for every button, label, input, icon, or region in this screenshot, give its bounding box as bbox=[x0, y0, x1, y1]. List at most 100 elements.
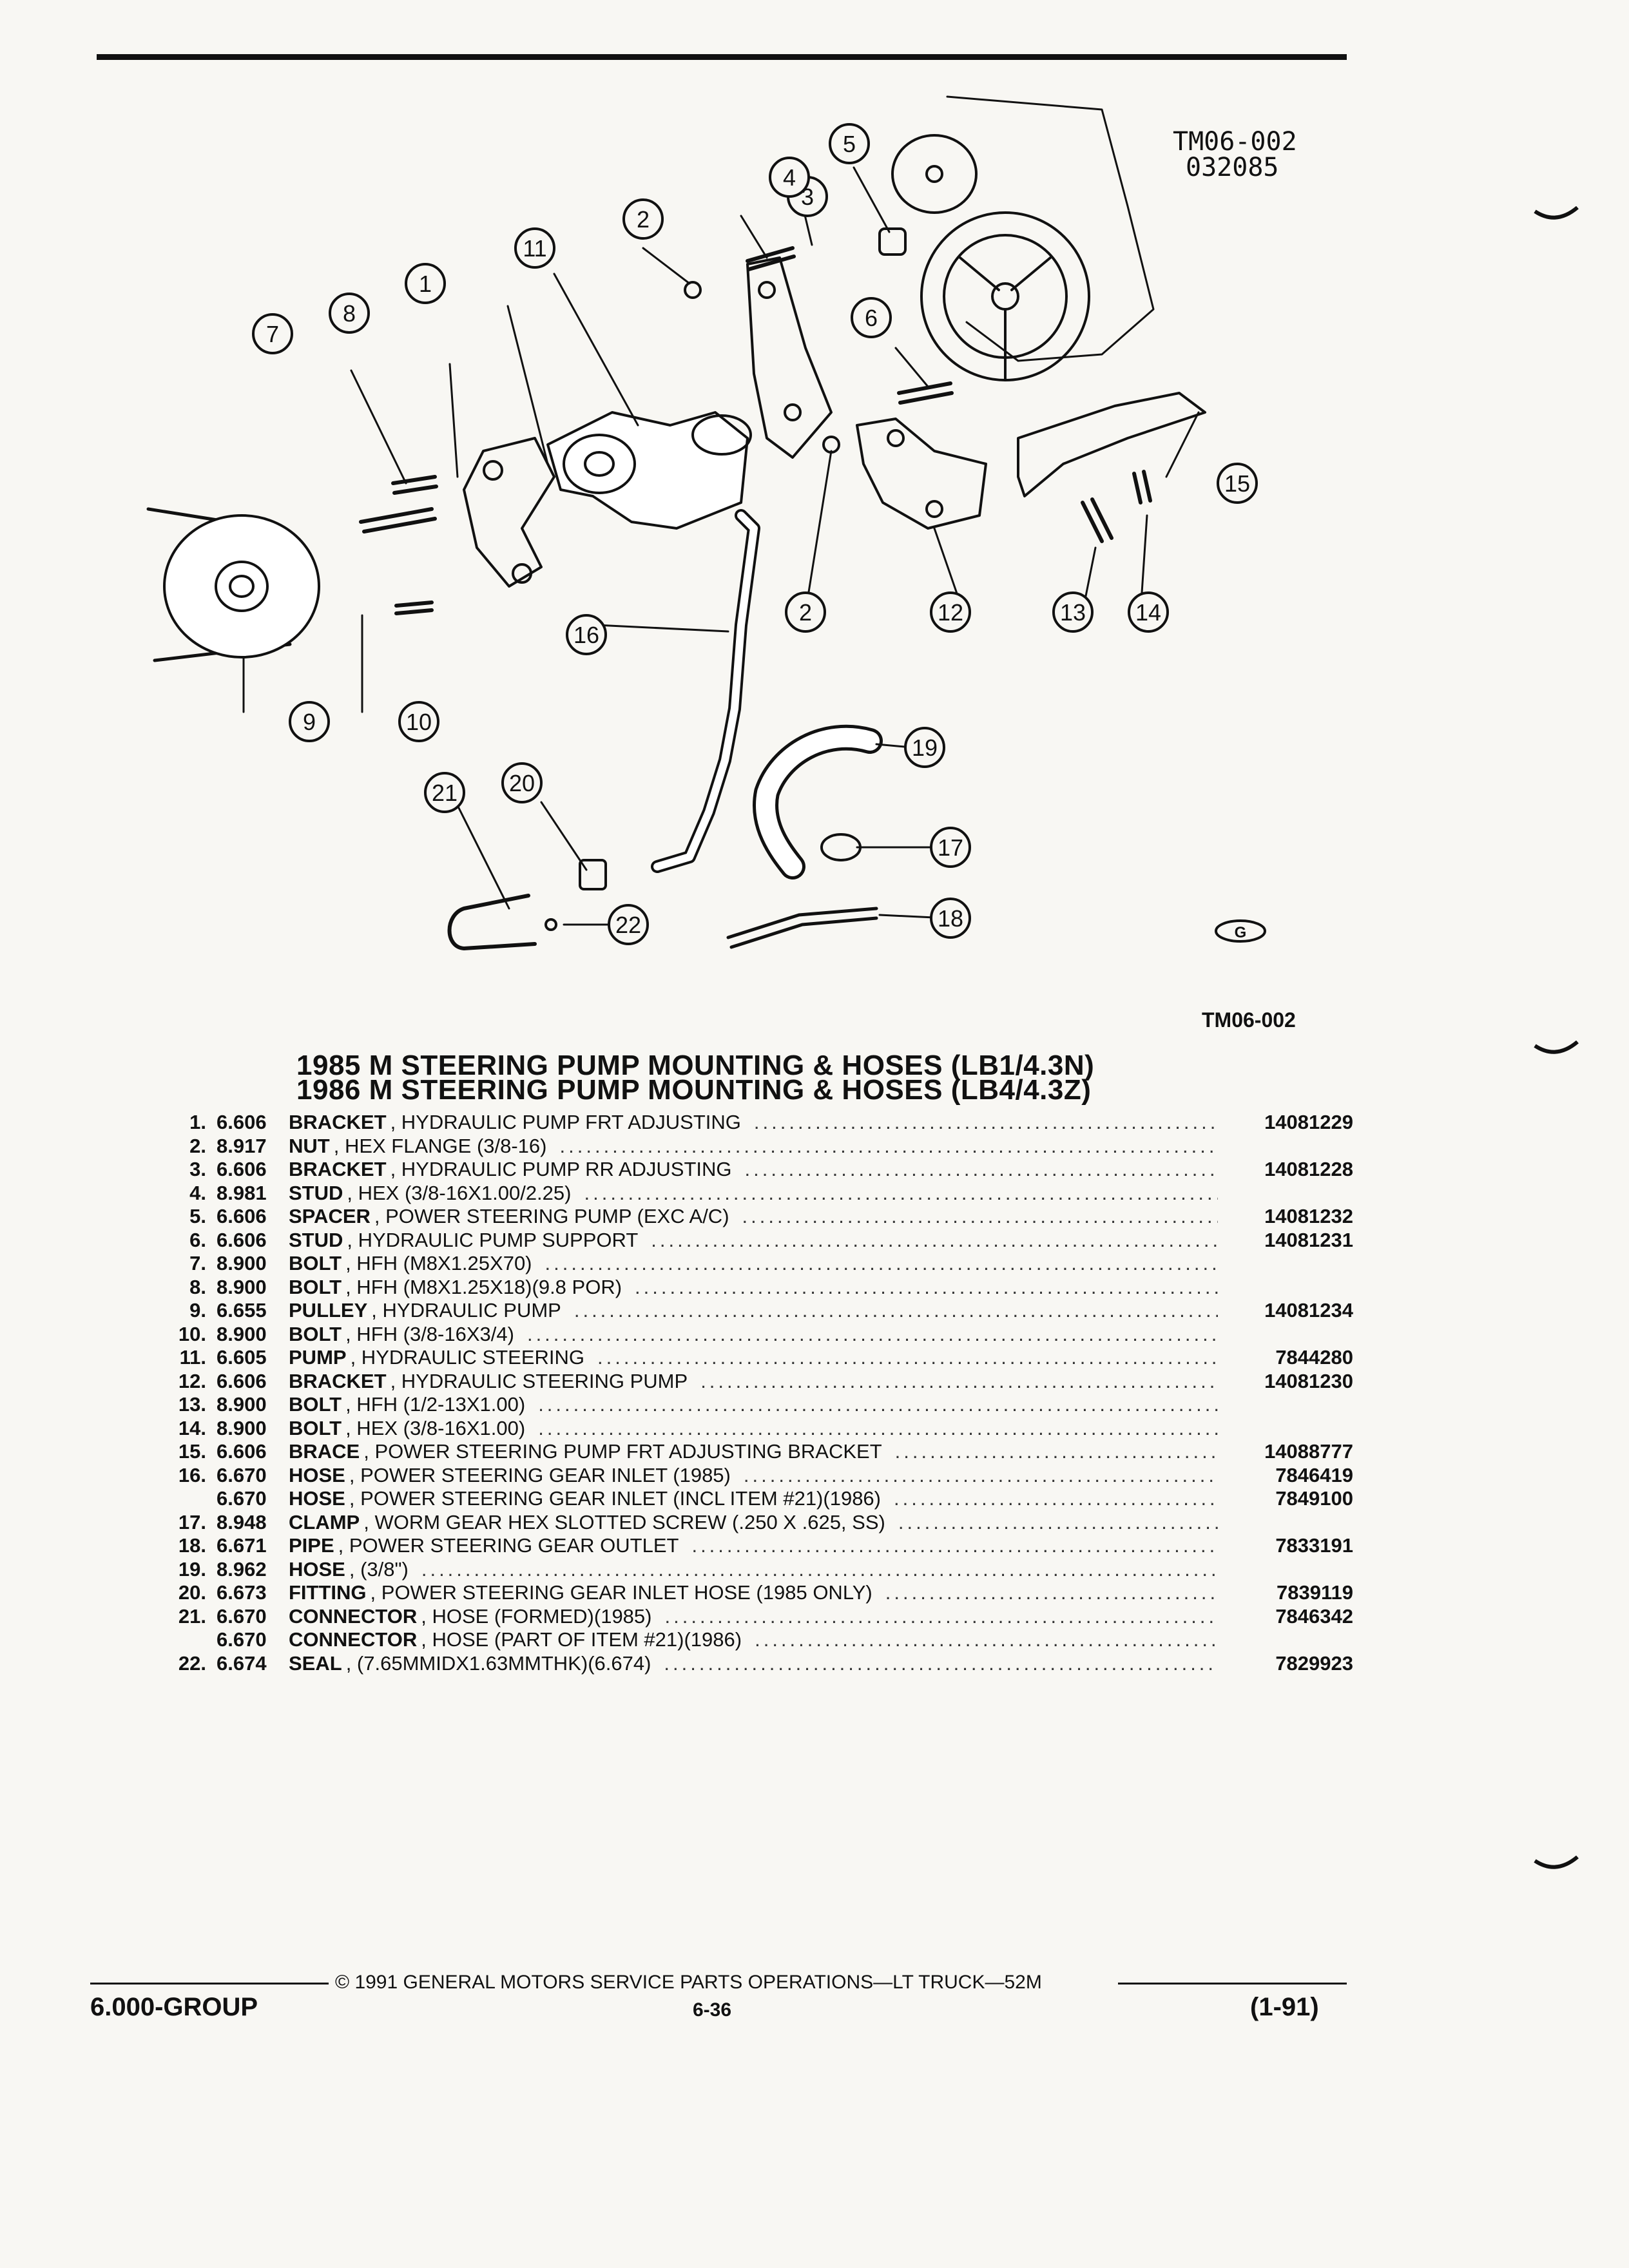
outlet-pipe-drawing bbox=[726, 907, 878, 949]
leader-dots: ........................................… bbox=[894, 1487, 1218, 1510]
description: CLAMP, WORM GEAR HEX SLOTTED SCREW (.250… bbox=[289, 1511, 1218, 1534]
part-name: BRACE bbox=[289, 1440, 360, 1463]
description: BOLT, HFH (M8X1.25X18)(9.8 POR).........… bbox=[289, 1276, 1218, 1299]
description: STUD, HEX (3/8-16X1.00/2.25)............… bbox=[289, 1182, 1218, 1205]
callout-6: 6 bbox=[865, 305, 878, 331]
part-name: STUD bbox=[289, 1228, 343, 1251]
top-rule bbox=[97, 54, 1347, 60]
clamp-drawing bbox=[820, 833, 862, 861]
item-number: 12. bbox=[178, 1369, 206, 1392]
part-name: FITTING bbox=[289, 1581, 367, 1604]
leader-dots: ........................................… bbox=[559, 1134, 1219, 1157]
description: SEAL, (7.65MMIDX1.63MMTHK)(6.674).......… bbox=[289, 1652, 1218, 1675]
description: FITTING, POWER STEERING GEAR INLET HOSE … bbox=[289, 1581, 1218, 1604]
part-description: , HFH (M8X1.25X18)(9.8 POR) bbox=[345, 1275, 622, 1298]
group-number: 8.948 bbox=[217, 1510, 267, 1533]
part-number: 7846342 bbox=[1275, 1604, 1353, 1628]
callout-7: 7 bbox=[266, 321, 279, 347]
item-number: 22. bbox=[178, 1651, 206, 1675]
connector-drawing bbox=[447, 894, 537, 950]
item-number: 17. bbox=[178, 1510, 206, 1533]
parts-row: 22. 6.674 SEAL, (7.65MMIDX1.63MMTHK)(6.674… bbox=[142, 1652, 1353, 1676]
description: BOLT, HFH (1/2-13X1.00).................… bbox=[289, 1393, 1218, 1416]
part-number: 7829923 bbox=[1275, 1651, 1353, 1675]
part-number: 14081231 bbox=[1264, 1228, 1353, 1251]
part-name: SEAL bbox=[289, 1651, 342, 1675]
group-number: 6.670 bbox=[217, 1604, 267, 1628]
callout-20: 20 bbox=[509, 770, 535, 796]
part-number: 14081232 bbox=[1264, 1205, 1353, 1227]
part-number: 7839119 bbox=[1277, 1581, 1353, 1604]
leader-dots: ........................................… bbox=[651, 1228, 1218, 1251]
description: BOLT, HEX (3/8-16X1.00).................… bbox=[289, 1417, 1218, 1440]
part-description: , POWER STEERING PUMP (EXC A/C) bbox=[374, 1205, 729, 1227]
part-description: , POWER STEERING GEAR INLET (INCL ITEM #… bbox=[349, 1487, 881, 1510]
part-name: CLAMP bbox=[289, 1510, 360, 1533]
group-number: 8.900 bbox=[217, 1275, 267, 1298]
fitting-drawing bbox=[579, 859, 607, 890]
group-number: 6.606 bbox=[217, 1228, 267, 1251]
part-name: BRACKET bbox=[289, 1158, 387, 1180]
callout-14: 14 bbox=[1135, 599, 1161, 626]
pump-bracket-drawing bbox=[856, 418, 987, 530]
group-number: 6.674 bbox=[217, 1651, 267, 1675]
group-number: 6.670 bbox=[217, 1487, 267, 1510]
description: CONNECTOR, HOSE (PART OF ITEM #21)(1986)… bbox=[289, 1628, 1218, 1651]
logo-g-icon: G bbox=[1215, 919, 1266, 943]
description: PIPE, POWER STEERING GEAR OUTLET........… bbox=[289, 1534, 1218, 1557]
item-number: 21. bbox=[178, 1604, 206, 1628]
description: CONNECTOR, HOSE (FORMED)(1985)..........… bbox=[289, 1605, 1218, 1628]
callout-13: 13 bbox=[1060, 599, 1086, 626]
callout-circles bbox=[252, 123, 1258, 945]
part-description: , HEX (3/8-16X1.00) bbox=[345, 1416, 526, 1439]
callout-5: 5 bbox=[843, 131, 856, 157]
part-number: 7833191 bbox=[1275, 1534, 1353, 1557]
item-number: 20. bbox=[178, 1581, 206, 1604]
front-bracket-drawing bbox=[463, 437, 555, 588]
item-number: 13. bbox=[178, 1393, 206, 1416]
description: PUMP, HYDRAULIC STEERING................… bbox=[289, 1346, 1218, 1369]
item-number: 2. bbox=[189, 1134, 206, 1157]
pulley-drawing bbox=[163, 514, 320, 658]
item-number: 10. bbox=[178, 1322, 206, 1345]
diagram-svg: 1 2 3 4 5 6 7 8 9 10 11 12 13 14 15 16 1… bbox=[146, 95, 1266, 950]
group-number: 8.900 bbox=[217, 1416, 267, 1439]
leader-dots: ........................................… bbox=[664, 1651, 1218, 1675]
part-name: BOLT bbox=[289, 1322, 342, 1345]
callout-18: 18 bbox=[938, 905, 963, 932]
description: HOSE, POWER STEERING GEAR INLET (INCL IT… bbox=[289, 1487, 1218, 1510]
part-name: PUMP bbox=[289, 1346, 347, 1369]
group-number: 6.605 bbox=[217, 1346, 267, 1369]
part-name: BRACKET bbox=[289, 1111, 387, 1133]
group-number: 6.606 bbox=[217, 1369, 267, 1392]
item-number: 1. bbox=[189, 1111, 206, 1133]
part-number: 14081234 bbox=[1264, 1299, 1353, 1321]
brace-drawing bbox=[1017, 392, 1206, 497]
parts-row: 21. 6.670 CONNECTOR, HOSE (FORMED)(1985)..… bbox=[142, 1605, 1353, 1629]
part-description: , POWER STEERING GEAR INLET HOSE (1985 O… bbox=[370, 1581, 872, 1604]
group-number: 8.917 bbox=[217, 1134, 267, 1157]
title-1985: 1985 M STEERING PUMP MOUNTING & HOSES (L… bbox=[296, 1050, 1095, 1081]
description: PULLEY, HYDRAULIC PUMP..................… bbox=[289, 1299, 1218, 1322]
punch-mark-icon bbox=[1534, 206, 1579, 220]
description: HOSE, POWER STEERING GEAR INLET (1985)..… bbox=[289, 1464, 1218, 1487]
part-name: PIPE bbox=[289, 1534, 334, 1557]
callout-11: 11 bbox=[523, 235, 546, 262]
leader-dots: ........................................… bbox=[635, 1275, 1218, 1298]
leader-dots: ........................................… bbox=[421, 1557, 1218, 1581]
part-name: BRACKET bbox=[289, 1369, 387, 1392]
part-description: , (3/8") bbox=[349, 1557, 409, 1581]
page-number: 6-36 bbox=[693, 1999, 732, 2021]
engine-block-drawing bbox=[946, 95, 1155, 362]
callout-22: 22 bbox=[615, 912, 641, 938]
leader-dots: ........................................… bbox=[538, 1416, 1218, 1439]
description: HOSE, (3/8")............................… bbox=[289, 1558, 1218, 1581]
item-number: 3. bbox=[189, 1158, 206, 1180]
leader-dots: ........................................… bbox=[700, 1369, 1218, 1392]
